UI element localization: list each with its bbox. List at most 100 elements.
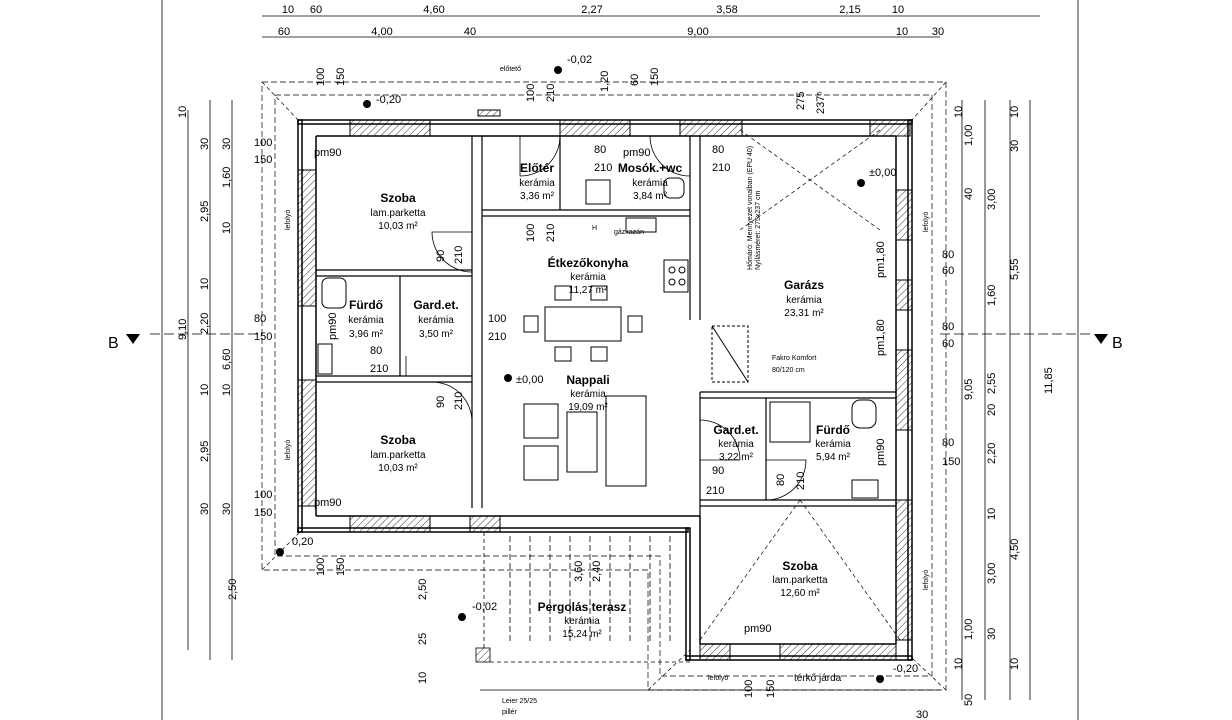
svg-text:előtető: előtető <box>500 66 521 73</box>
svg-text:2,55: 2,55 <box>986 373 998 394</box>
svg-text:9,00: 9,00 <box>687 26 708 38</box>
far-right-dimension: 11,85 <box>1043 367 1055 394</box>
svg-text:10: 10 <box>953 658 965 670</box>
svg-text:2,40: 2,40 <box>591 561 603 582</box>
toilet-icon <box>321 277 347 309</box>
svg-text:lefolyó: lefolyó <box>708 675 728 682</box>
misc-labels: előtető gázkazán H Fakro Komfort 80/120 … <box>108 66 1123 716</box>
svg-text:30: 30 <box>221 503 233 515</box>
svg-text:2,15: 2,15 <box>839 4 860 16</box>
right-dimension-outer: 10 5,55 9,05 4,50 10 50 <box>963 106 1021 706</box>
svg-text:210: 210 <box>488 331 506 343</box>
svg-text:10: 10 <box>282 4 294 16</box>
svg-text:3,84 m²: 3,84 m² <box>633 191 668 202</box>
svg-text:Nyílásméret: 275x237 cm: Nyílásméret: 275x237 cm <box>755 190 762 270</box>
svg-text:2,20: 2,20 <box>986 443 998 464</box>
svg-text:B: B <box>108 335 119 352</box>
svg-text:150: 150 <box>254 154 272 166</box>
svg-text:kerámia: kerámia <box>564 616 600 627</box>
windows <box>297 109 913 661</box>
right-dimension-inner: 10 1,00 40 1,60 20 2,20 10 1,00 10 <box>953 106 998 670</box>
svg-text:4,60: 4,60 <box>423 4 444 16</box>
svg-text:25: 25 <box>417 633 429 645</box>
svg-text:3,22 m²: 3,22 m² <box>719 452 754 463</box>
svg-text:80: 80 <box>942 249 954 261</box>
svg-text:Előtér: Előtér <box>520 161 554 175</box>
svg-text:150: 150 <box>942 456 960 468</box>
sofa <box>605 395 647 487</box>
svg-text:60: 60 <box>629 74 641 86</box>
svg-text:60: 60 <box>942 338 954 350</box>
svg-text:pm1,80: pm1,80 <box>875 241 887 278</box>
svg-text:kerámia: kerámia <box>786 295 822 306</box>
svg-text:9,05: 9,05 <box>963 379 975 400</box>
svg-text:30: 30 <box>932 26 944 38</box>
svg-text:lam.parketta: lam.parketta <box>772 575 827 586</box>
svg-text:210: 210 <box>712 162 730 174</box>
svg-text:210: 210 <box>453 246 465 264</box>
svg-text:10: 10 <box>199 278 211 290</box>
svg-text:kerámia: kerámia <box>570 272 606 283</box>
svg-text:80: 80 <box>775 474 787 486</box>
level-texts: -0,02 -0,20 ±0,00 ±0,00 -0,02 -0,20 0,20 <box>292 54 918 675</box>
svg-text:gázkazán: gázkazán <box>614 229 644 236</box>
roof-diagonals <box>261 81 947 691</box>
svg-text:lam.parketta: lam.parketta <box>370 450 425 461</box>
svg-text:210: 210 <box>795 472 807 490</box>
svg-text:±0,00: ±0,00 <box>869 167 896 179</box>
svg-text:0,20: 0,20 <box>292 536 313 548</box>
svg-text:pm1,80: pm1,80 <box>875 319 887 356</box>
svg-text:80: 80 <box>942 321 954 333</box>
svg-text:60: 60 <box>278 26 290 38</box>
svg-text:Leier 25/25: Leier 25/25 <box>502 698 537 705</box>
svg-text:12,60 m²: 12,60 m² <box>780 588 820 599</box>
svg-text:11,27 m²: 11,27 m² <box>569 285 608 296</box>
svg-text:150: 150 <box>254 331 272 343</box>
section-marker-left <box>126 333 260 344</box>
svg-text:térkő járda: térkő járda <box>794 673 842 684</box>
svg-text:1,20: 1,20 <box>599 71 611 92</box>
svg-text:100: 100 <box>254 137 272 149</box>
svg-text:kerámia: kerámia <box>570 389 606 400</box>
svg-text:4,50: 4,50 <box>1009 539 1021 560</box>
svg-text:80/120 cm: 80/120 cm <box>772 367 805 374</box>
svg-text:150: 150 <box>649 68 661 86</box>
svg-text:80: 80 <box>370 345 382 357</box>
room-furdo-1: Fürdő kerámia 3,96 m² <box>348 298 384 340</box>
svg-text:pm90: pm90 <box>314 147 342 159</box>
svg-text:237⁵: 237⁵ <box>815 91 827 114</box>
room-gardet-2: Gard.et. kerámia 3,22 m² <box>713 423 758 463</box>
door-swings <box>405 135 807 501</box>
svg-text:100: 100 <box>743 680 755 698</box>
svg-text:Mosók.+wc: Mosók.+wc <box>618 161 683 175</box>
svg-text:100: 100 <box>525 84 537 102</box>
room-furdo-2: Fürdő kerámia 5,94 m² <box>815 423 851 463</box>
room-garazs: Garázs kerámia 23,31 m² <box>784 278 824 319</box>
svg-text:150: 150 <box>335 68 347 86</box>
svg-text:80: 80 <box>254 313 266 325</box>
svg-text:2,50: 2,50 <box>417 579 429 600</box>
room-pergolas-terasz: Pergolás terasz kerámia 15,24 m² <box>538 600 627 640</box>
svg-text:Fakro Komfort: Fakro Komfort <box>772 355 816 362</box>
svg-text:2,95: 2,95 <box>199 201 211 222</box>
svg-text:15,24 m²: 15,24 m² <box>562 629 602 640</box>
svg-text:kerámia: kerámia <box>815 439 851 450</box>
room-szoba-2: Szoba lam.parketta 10,03 m² <box>370 433 425 474</box>
svg-text:Fürdő: Fürdő <box>349 298 383 312</box>
svg-text:100: 100 <box>254 489 272 501</box>
top-dimension-row-2: 60 4,00 40 9,00 10 30 <box>278 26 944 38</box>
svg-text:pm90: pm90 <box>744 623 772 635</box>
svg-text:3,50 m²: 3,50 m² <box>419 329 454 340</box>
svg-text:3,96 m²: 3,96 m² <box>349 329 384 340</box>
svg-text:5,55: 5,55 <box>1009 259 1021 280</box>
svg-text:H: H <box>592 225 597 232</box>
room-mosokonyha: Mosók.+wc kerámia 3,84 m² <box>618 161 683 202</box>
furniture <box>317 177 879 499</box>
room-eloter: Előtér kerámia 3,36 m² <box>519 161 555 202</box>
svg-text:10: 10 <box>199 384 211 396</box>
svg-text:150: 150 <box>254 507 272 519</box>
svg-text:Nappali: Nappali <box>566 373 609 387</box>
svg-text:Szoba: Szoba <box>380 433 416 447</box>
svg-text:lefolyó: lefolyó <box>923 212 930 232</box>
